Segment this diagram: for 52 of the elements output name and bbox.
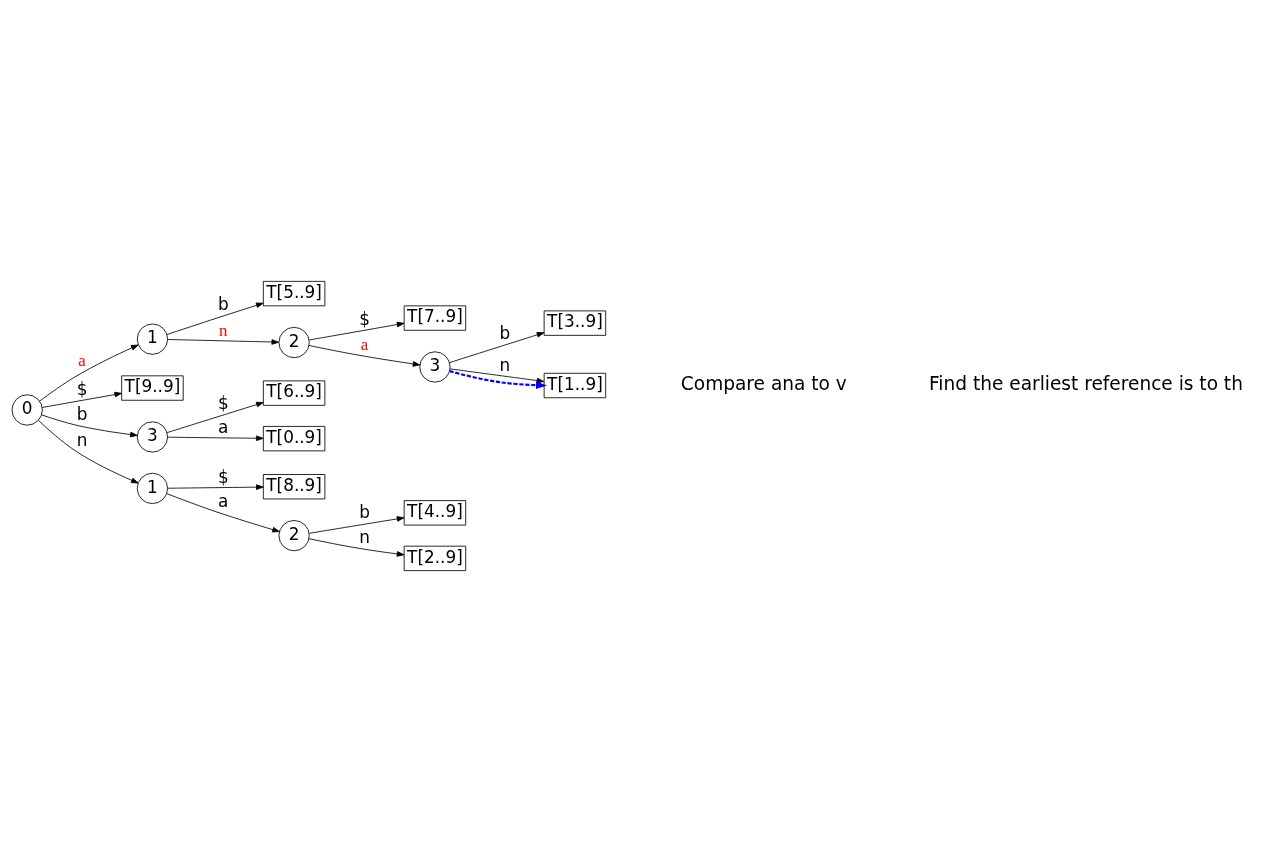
node-box: T[5..9] <box>262 280 326 307</box>
node-box: T[1..9] <box>543 372 607 399</box>
edge-label: b <box>76 404 88 425</box>
label: Find the earliest reference is to th <box>929 373 1243 395</box>
arrow <box>308 538 405 557</box>
node-circle: 2 <box>278 326 310 359</box>
arrow <box>41 414 138 438</box>
edge-label: n <box>76 430 88 451</box>
node-box: T[8..9] <box>262 474 326 500</box>
arrow <box>449 368 545 384</box>
edge-label: n <box>499 355 511 376</box>
node-box: T[7..9] <box>403 305 467 331</box>
node-box: T[0..9] <box>262 426 326 452</box>
node-box: T[4..9] <box>403 500 467 526</box>
edge-label: b <box>217 293 229 314</box>
arrow <box>308 321 405 341</box>
arrow <box>167 435 264 442</box>
node-box: T[9..9] <box>121 375 184 401</box>
arrow <box>308 516 405 534</box>
edge-label: $ <box>217 393 229 414</box>
node-circle: 3 <box>136 421 168 453</box>
node-circle: 1 <box>136 472 168 504</box>
node-circle: 1 <box>136 323 168 355</box>
edge-label: n <box>359 527 370 548</box>
arrow <box>167 339 280 345</box>
node-circle: 3 <box>419 351 451 383</box>
edge-label: n <box>219 320 228 340</box>
arrow <box>166 302 264 335</box>
edge-label: a <box>218 490 229 511</box>
arrow <box>41 391 123 408</box>
edge-label: a <box>78 351 86 371</box>
arrow <box>449 370 547 390</box>
edge-label: $ <box>359 308 370 329</box>
label: Compare ana to v <box>680 373 847 395</box>
node-box: T[3..9] <box>543 310 607 336</box>
edge-label: a <box>360 335 369 355</box>
node-box: T[6..9] <box>262 380 326 406</box>
arrow <box>308 345 421 367</box>
arrow <box>39 344 139 402</box>
edge-label: a <box>218 416 229 437</box>
arrow <box>449 332 545 364</box>
node-box: T[2..9] <box>403 545 467 572</box>
edge-label: $ <box>217 466 229 487</box>
edge-label: $ <box>76 378 88 399</box>
node-circle: 0 <box>11 394 43 426</box>
arrow <box>166 493 280 533</box>
arrow <box>38 419 139 484</box>
arrow <box>166 401 264 433</box>
arrow <box>167 484 264 490</box>
edge-label: b <box>499 323 511 344</box>
node-circle: 2 <box>278 520 310 552</box>
edge-label: b <box>359 501 370 522</box>
